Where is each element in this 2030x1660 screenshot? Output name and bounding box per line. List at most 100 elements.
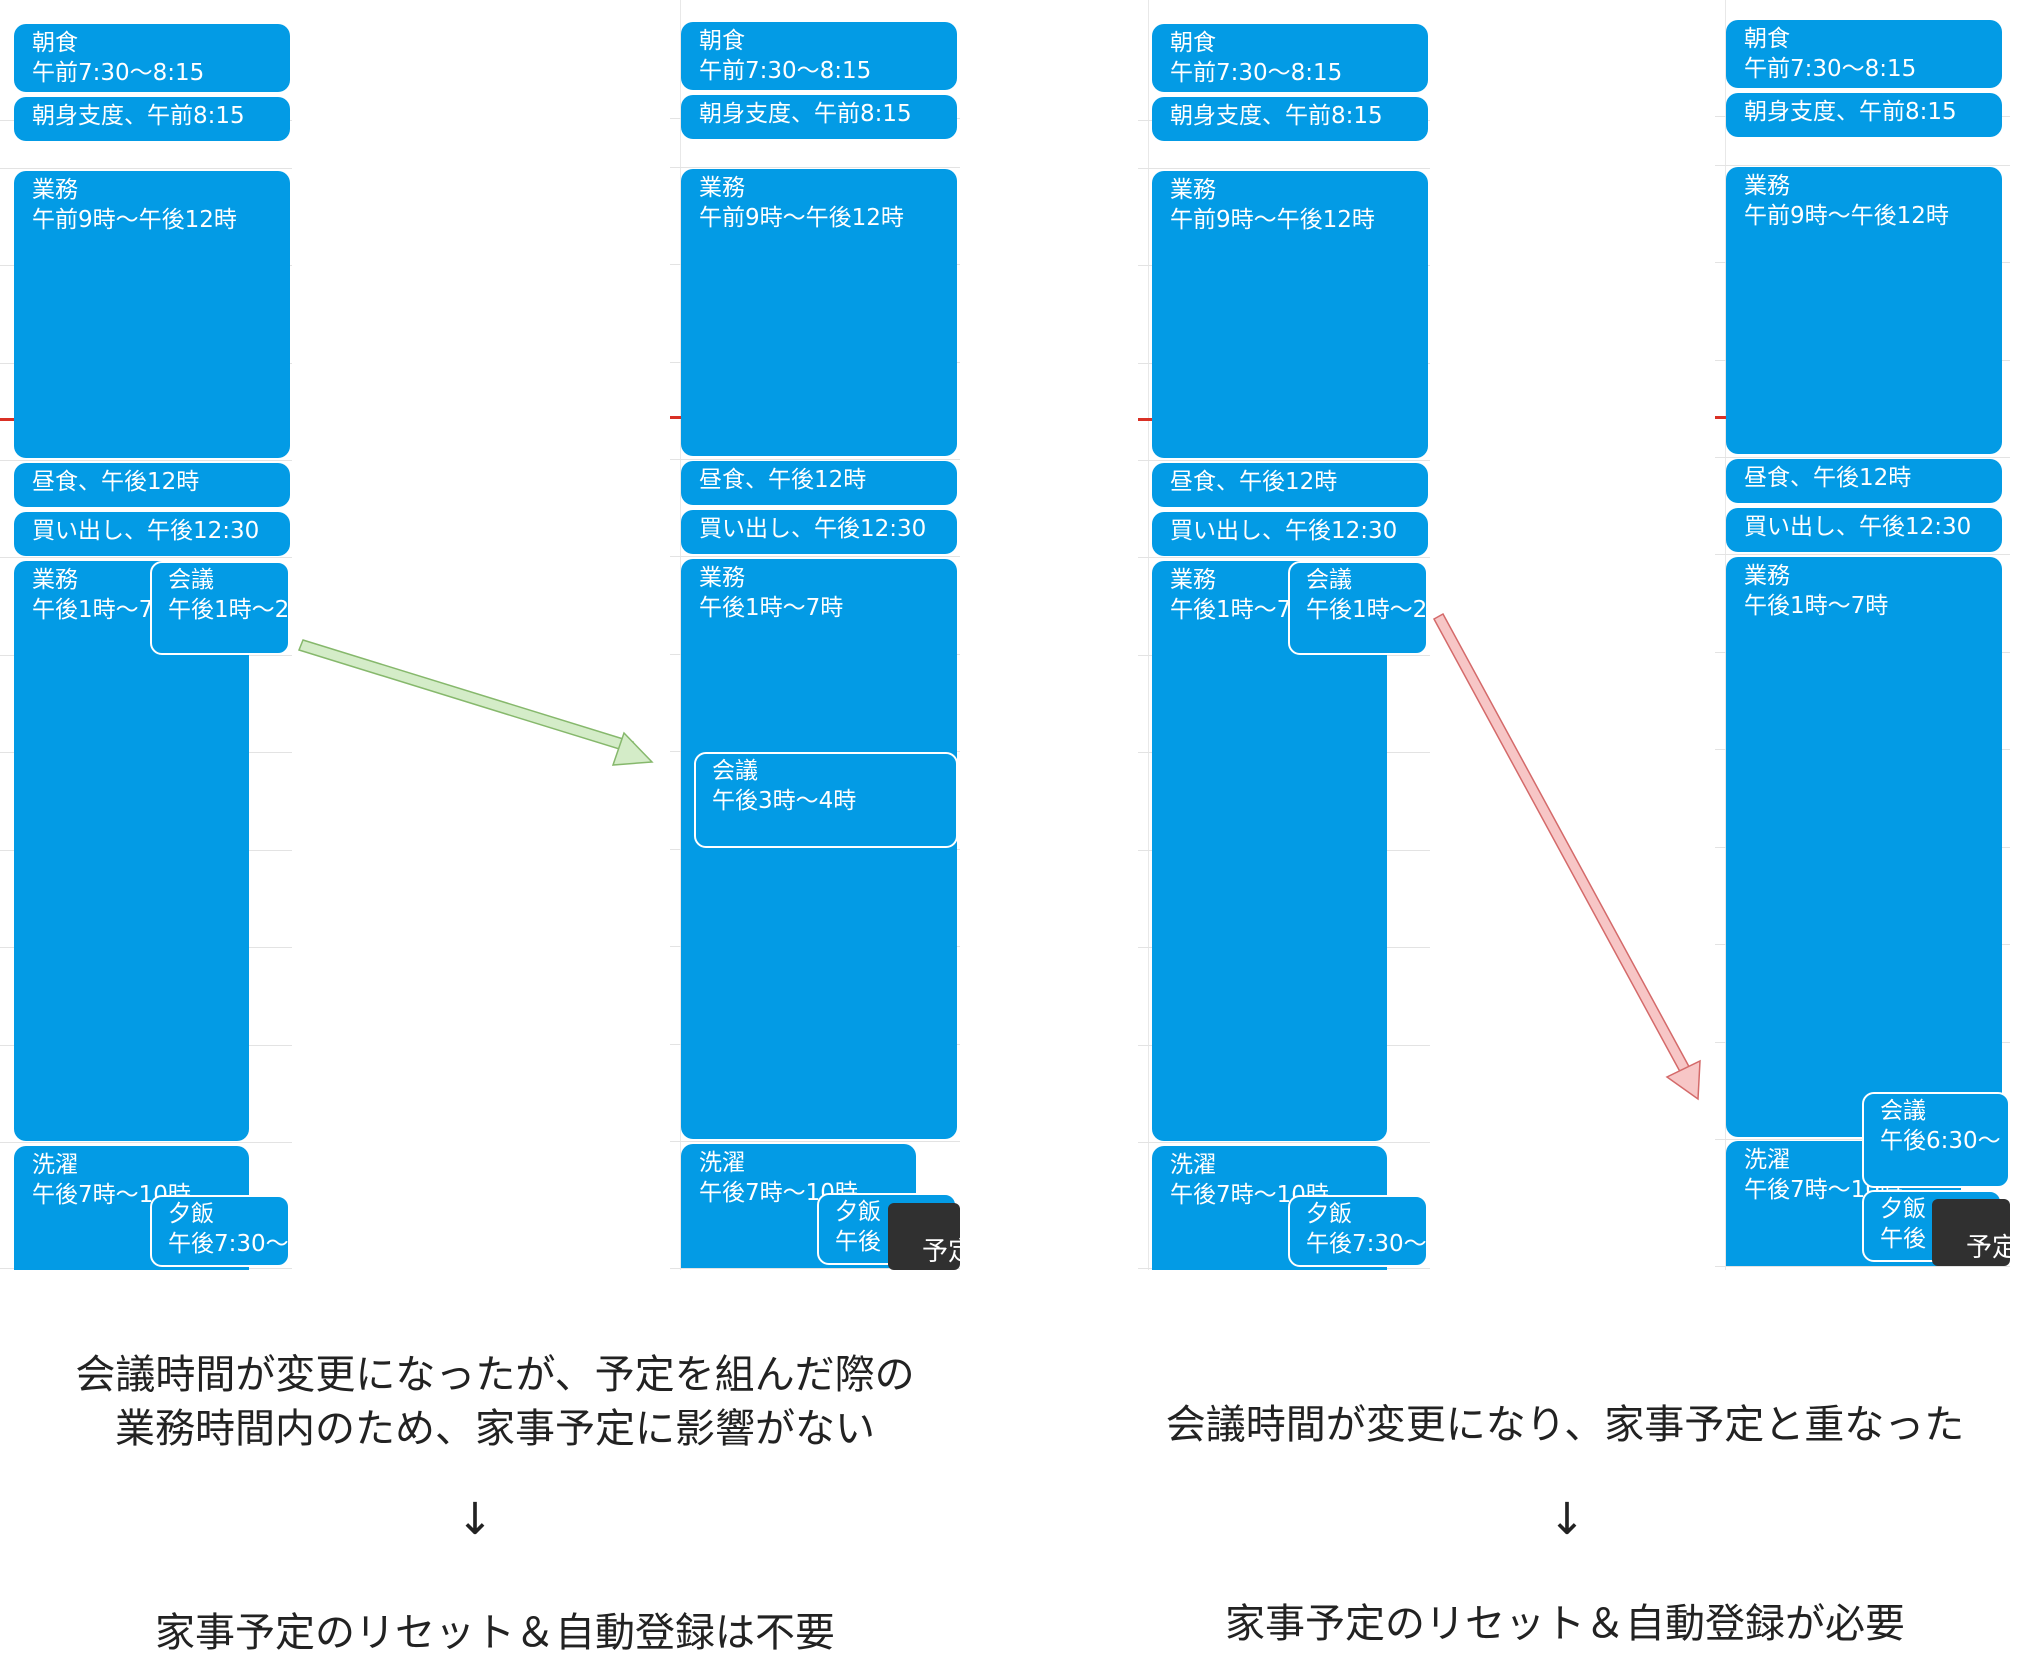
caption-right-result: 家事予定のリセット＆自動登録が必要	[1225, 1601, 1905, 1647]
event-title: 業務	[1744, 173, 1790, 199]
event-time: 午前7:30〜8:15	[32, 60, 205, 86]
event-time: 午後6:30〜	[1880, 1128, 2001, 1154]
red-arrow	[1432, 612, 1701, 1101]
event-morning-prep[interactable]: 朝身支度、午前8:15	[1726, 93, 2002, 137]
event-morning-prep[interactable]: 朝身支度、午前8:15	[681, 95, 957, 139]
event-title: 業務	[699, 565, 745, 591]
event-title: 朝食	[699, 28, 745, 54]
event-title: 朝食	[1170, 30, 1216, 56]
event-title: 昼食、午後12時	[32, 469, 200, 495]
event-dinner[interactable]: 夕飯 午後7:30〜	[1288, 1195, 1428, 1267]
event-title: 買い出し、午後12:30	[699, 516, 927, 542]
event-title: 会議	[168, 567, 214, 593]
calendar-panel-4: 朝食 午前7:30〜8:15 朝身支度、午前8:15 業務 午前9時〜午後12時…	[1715, 0, 2010, 1270]
snackbar-text: 予定	[922, 1237, 960, 1267]
event-breakfast[interactable]: 朝食 午前7:30〜8:15	[1726, 20, 2002, 88]
down-arrow-right: ↓	[1548, 1494, 1586, 1545]
event-lunch[interactable]: 昼食、午後12時	[1152, 463, 1428, 507]
event-title: 洗濯	[1170, 1152, 1216, 1178]
event-title: 朝食	[1744, 26, 1790, 52]
event-title: 朝身支度、午前8:15	[32, 103, 245, 129]
event-shopping[interactable]: 買い出し、午後12:30	[681, 510, 957, 554]
event-title: 昼食、午後12時	[1744, 465, 1912, 491]
event-dinner[interactable]: 夕飯 午後7:30〜	[150, 1195, 290, 1267]
snackbar[interactable]: 予定	[1932, 1199, 2010, 1266]
caption-left-description: 会議時間が変更になったが、予定を組んだ際の 業務時間内のため、家事予定に影響がな…	[20, 1348, 970, 1456]
event-time: 午後1時〜2	[168, 597, 290, 623]
event-lunch[interactable]: 昼食、午後12時	[1726, 459, 2002, 503]
event-shopping[interactable]: 買い出し、午後12:30	[14, 512, 290, 556]
event-work-pm[interactable]: 業務 午後1時〜7	[14, 561, 249, 1141]
event-breakfast[interactable]: 朝食 午前7:30〜8:15	[681, 22, 957, 90]
event-breakfast[interactable]: 朝食 午前7:30〜8:15	[1152, 24, 1428, 92]
event-title: 朝身支度、午前8:15	[1744, 99, 1957, 125]
event-work-pm[interactable]: 業務 午後1時〜7時	[681, 559, 957, 1139]
current-time-line	[0, 418, 14, 421]
event-work-am[interactable]: 業務 午前9時〜午後12時	[14, 171, 290, 458]
event-title: 朝食	[32, 30, 78, 56]
event-title: 夕飯	[835, 1199, 881, 1225]
calendar-panel-1: 朝食 午前7:30〜8:15 朝身支度、午前8:15 業務 午前9時〜午後12時…	[0, 0, 292, 1270]
event-title: 会議	[1306, 567, 1352, 593]
event-time: 午後1時〜7	[1170, 597, 1292, 623]
event-time: 午後1時〜7時	[1744, 593, 1889, 619]
event-title: 夕飯	[1306, 1201, 1352, 1227]
event-work-am[interactable]: 業務 午前9時〜午後12時	[1152, 171, 1428, 458]
caption-line: 会議時間が変更になったが、予定を組んだ際の	[75, 1352, 915, 1398]
event-shopping[interactable]: 買い出し、午後12:30	[1152, 512, 1428, 556]
event-time: 午後	[1880, 1226, 1926, 1252]
event-time: 午前9時〜午後12時	[1744, 203, 1949, 229]
event-title: 買い出し、午後12:30	[1170, 518, 1398, 544]
event-title: 洗濯	[32, 1152, 78, 1178]
event-title: 洗濯	[1744, 1147, 1790, 1173]
event-time: 午後1時〜2	[1306, 597, 1428, 623]
event-title: 朝身支度、午前8:15	[1170, 103, 1383, 129]
event-meeting[interactable]: 会議 午後1時〜2	[1288, 561, 1428, 655]
event-title: 業務	[1170, 177, 1216, 203]
event-time: 午後7:30〜	[1306, 1231, 1427, 1257]
event-time: 午後3時〜4時	[712, 788, 857, 814]
event-time: 午前7:30〜8:15	[699, 58, 872, 84]
event-meeting-moved[interactable]: 会議 午後3時〜4時	[694, 752, 958, 848]
event-title: 夕飯	[168, 1201, 214, 1227]
event-title: 買い出し、午後12:30	[1744, 514, 1972, 540]
event-meeting-moved[interactable]: 会議 午後6:30〜	[1862, 1092, 2010, 1188]
event-title: 会議	[712, 758, 758, 784]
event-time: 午前9時〜午後12時	[699, 205, 904, 231]
event-title: 業務	[32, 177, 78, 203]
event-title: 業務	[1170, 567, 1216, 593]
event-title: 会議	[1880, 1098, 1926, 1124]
event-title: 業務	[1744, 563, 1790, 589]
event-lunch[interactable]: 昼食、午後12時	[14, 463, 290, 507]
event-time: 午後7:30〜	[168, 1231, 289, 1257]
event-title: 朝身支度、午前8:15	[699, 101, 912, 127]
calendar-panel-3: 朝食 午前7:30〜8:15 朝身支度、午前8:15 業務 午前9時〜午後12時…	[1138, 0, 1430, 1270]
calendar-panel-2: 朝食 午前7:30〜8:15 朝身支度、午前8:15 業務 午前9時〜午後12時…	[670, 0, 960, 1270]
event-time: 午前7:30〜8:15	[1170, 60, 1343, 86]
event-time: 午前9時〜午後12時	[1170, 207, 1375, 233]
current-time-line	[670, 416, 684, 419]
event-work-pm[interactable]: 業務 午後1時〜7時	[1726, 557, 2002, 1137]
event-time: 午前7:30〜8:15	[1744, 56, 1917, 82]
caption-left-result: 家事予定のリセット＆自動登録は不要	[155, 1610, 835, 1656]
event-work-pm[interactable]: 業務 午後1時〜7	[1152, 561, 1387, 1141]
snackbar[interactable]: 予定	[888, 1203, 960, 1270]
event-morning-prep[interactable]: 朝身支度、午前8:15	[1152, 97, 1428, 141]
event-lunch[interactable]: 昼食、午後12時	[681, 461, 957, 505]
green-arrow	[298, 639, 654, 766]
event-title: 夕飯	[1880, 1196, 1926, 1222]
event-shopping[interactable]: 買い出し、午後12:30	[1726, 508, 2002, 552]
event-title: 買い出し、午後12:30	[32, 518, 260, 544]
event-title: 業務	[699, 175, 745, 201]
event-time: 午前9時〜午後12時	[32, 207, 237, 233]
event-meeting[interactable]: 会議 午後1時〜2	[150, 561, 290, 655]
event-morning-prep[interactable]: 朝身支度、午前8:15	[14, 97, 290, 141]
event-work-am[interactable]: 業務 午前9時〜午後12時	[1726, 167, 2002, 454]
event-title: 昼食、午後12時	[699, 467, 867, 493]
event-title: 業務	[32, 567, 78, 593]
caption-right-description: 会議時間が変更になり、家事予定と重なった	[1165, 1402, 1965, 1448]
event-time: 午後1時〜7	[32, 597, 154, 623]
caption-line: 業務時間内のため、家事予定に影響がない	[115, 1406, 875, 1452]
event-breakfast[interactable]: 朝食 午前7:30〜8:15	[14, 24, 290, 92]
event-work-am[interactable]: 業務 午前9時〜午後12時	[681, 169, 957, 456]
